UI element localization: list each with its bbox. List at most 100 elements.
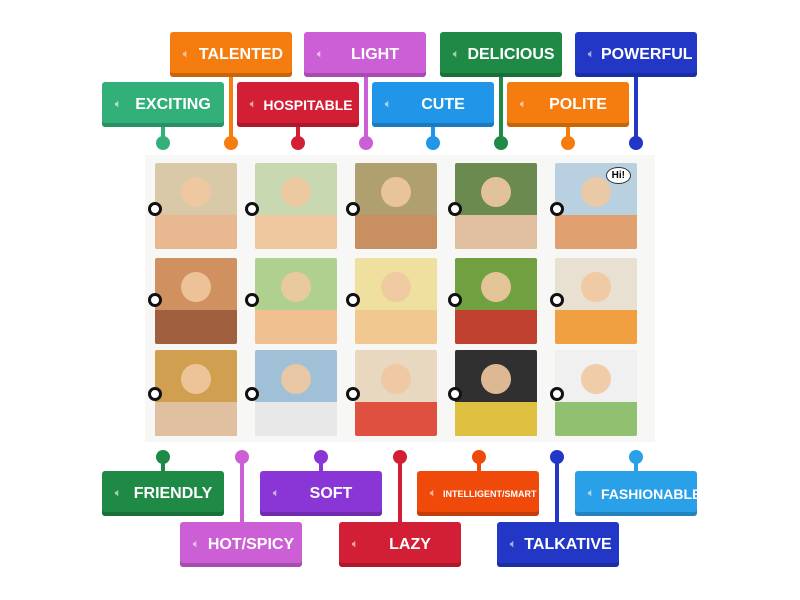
picture-ground xyxy=(255,401,337,436)
picture-figure xyxy=(481,177,511,207)
label-light[interactable]: 🔈︎LIGHT xyxy=(304,32,426,77)
label-anchor[interactable] xyxy=(629,136,643,150)
label-fashionable[interactable]: 🔈︎FASHIONABLE xyxy=(575,471,701,516)
label-text: INTELLIGENT/SMART xyxy=(443,488,537,499)
label-lazy[interactable]: 🔈︎LAZY xyxy=(339,522,461,567)
picture-ground xyxy=(555,309,637,344)
label-talkative[interactable]: 🔈︎ TALKATIVE xyxy=(497,522,619,567)
picture: Hi! xyxy=(555,163,637,249)
label-connector xyxy=(555,457,559,526)
picture-ground xyxy=(255,214,337,249)
picture-figure xyxy=(581,177,611,207)
label-anchor[interactable] xyxy=(561,136,575,150)
speaker-icon[interactable]: 🔈︎ xyxy=(385,99,391,110)
label-powerful[interactable]: 🔈︎ POWERFUL xyxy=(575,32,697,77)
label-connector xyxy=(229,72,233,143)
picture-ground xyxy=(555,401,637,436)
label-connector xyxy=(566,122,570,143)
label-anchor[interactable] xyxy=(472,450,486,464)
drop-zone[interactable] xyxy=(448,387,462,401)
label-hospitable[interactable]: 🔈︎HOSPITABLE xyxy=(237,82,359,127)
label-delicious[interactable]: 🔈︎ DELICIOUS xyxy=(440,32,562,77)
drop-zone[interactable] xyxy=(148,202,162,216)
label-cute[interactable]: 🔈︎CUTE xyxy=(372,82,494,127)
speaker-icon[interactable]: 🔈︎ xyxy=(453,49,459,60)
drop-zone[interactable] xyxy=(346,293,360,307)
label-anchor[interactable] xyxy=(494,136,508,150)
picture-figure xyxy=(381,177,411,207)
picture xyxy=(455,350,537,436)
label-anchor[interactable] xyxy=(224,136,238,150)
picture xyxy=(455,163,537,249)
speaker-icon[interactable]: 🔈︎ xyxy=(520,99,526,110)
picture-ground xyxy=(255,309,337,344)
picture xyxy=(355,163,437,249)
drop-zone[interactable] xyxy=(148,387,162,401)
label-text: DELICIOUS xyxy=(467,45,555,63)
label-hot-spicy[interactable]: 🔈︎ HOT/SPICY xyxy=(180,522,302,567)
picture-figure xyxy=(581,272,611,302)
picture-figure xyxy=(281,177,311,207)
drop-zone[interactable] xyxy=(148,293,162,307)
picture xyxy=(255,258,337,344)
label-text: TALKATIVE xyxy=(524,535,612,553)
label-anchor[interactable] xyxy=(359,136,373,150)
label-anchor[interactable] xyxy=(426,136,440,150)
label-friendly[interactable]: 🔈︎FRIENDLY xyxy=(102,471,224,516)
label-polite[interactable]: 🔈︎POLITE xyxy=(507,82,629,127)
speaker-icon[interactable]: 🔈︎ xyxy=(510,539,516,550)
speaker-icon[interactable]: 🔈︎ xyxy=(352,539,358,550)
label-connector xyxy=(319,457,323,475)
picture-ground xyxy=(455,401,537,436)
drop-zone[interactable] xyxy=(346,202,360,216)
speaker-icon[interactable]: 🔈︎ xyxy=(273,488,279,499)
label-anchor[interactable] xyxy=(550,450,564,464)
picture-ground xyxy=(155,214,237,249)
label-connector xyxy=(364,72,368,143)
picture-figure xyxy=(281,364,311,394)
label-text: HOT/SPICY xyxy=(207,535,295,553)
label-anchor[interactable] xyxy=(393,450,407,464)
drop-zone[interactable] xyxy=(550,202,564,216)
speaker-icon[interactable]: 🔈︎ xyxy=(430,488,436,499)
picture-ground xyxy=(355,214,437,249)
speaker-icon[interactable]: 🔈︎ xyxy=(250,99,256,110)
speaker-icon[interactable]: 🔈︎ xyxy=(183,49,189,60)
label-soft[interactable]: 🔈︎SOFT xyxy=(260,471,382,516)
drop-zone[interactable] xyxy=(550,387,564,401)
label-anchor[interactable] xyxy=(156,136,170,150)
label-connector xyxy=(240,457,244,526)
speaker-icon[interactable]: 🔈︎ xyxy=(588,488,594,499)
picture xyxy=(155,350,237,436)
label-anchor[interactable] xyxy=(629,450,643,464)
speaker-icon[interactable]: 🔈︎ xyxy=(115,99,121,110)
label-anchor[interactable] xyxy=(291,136,305,150)
picture xyxy=(455,258,537,344)
picture-ground xyxy=(455,309,537,344)
label-anchor[interactable] xyxy=(314,450,328,464)
label-connector xyxy=(431,122,435,143)
label-anchor[interactable] xyxy=(235,450,249,464)
label-talented[interactable]: 🔈︎TALENTED xyxy=(170,32,292,77)
label-anchor[interactable] xyxy=(156,450,170,464)
label-text: POWERFUL xyxy=(601,45,693,63)
label-connector xyxy=(499,72,503,143)
drop-zone[interactable] xyxy=(448,202,462,216)
picture-figure xyxy=(281,272,311,302)
picture xyxy=(555,350,637,436)
speaker-icon[interactable]: 🔈︎ xyxy=(115,488,121,499)
drop-zone[interactable] xyxy=(245,387,259,401)
speaker-icon[interactable]: 🔈︎ xyxy=(317,49,323,60)
drop-zone[interactable] xyxy=(346,387,360,401)
label-text: EXCITING xyxy=(135,95,211,113)
label-exciting[interactable]: 🔈︎ EXCITING xyxy=(102,82,224,127)
drop-zone[interactable] xyxy=(448,293,462,307)
drop-zone[interactable] xyxy=(550,293,564,307)
label-intelligent-smart[interactable]: 🔈︎ INTELLIGENT/SMART xyxy=(417,471,539,516)
drop-zone[interactable] xyxy=(245,202,259,216)
speaker-icon[interactable]: 🔈︎ xyxy=(588,49,594,60)
picture-ground xyxy=(455,214,537,249)
speaker-icon[interactable]: 🔈︎ xyxy=(193,539,199,550)
picture-ground xyxy=(155,309,237,344)
drop-zone[interactable] xyxy=(245,293,259,307)
